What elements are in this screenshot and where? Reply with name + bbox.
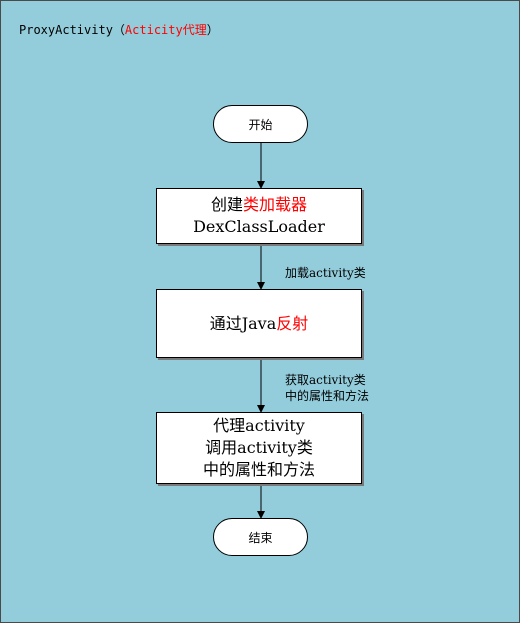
proxy-line1: 代理activity bbox=[213, 416, 305, 435]
proxy-line2: 调用activity类 bbox=[205, 438, 313, 457]
title-highlight: Acticity代理 bbox=[124, 23, 207, 37]
end-node-label: 结束 bbox=[248, 530, 273, 545]
reflect-highlight: 反射 bbox=[276, 313, 309, 333]
create-line2: DexClassLoader bbox=[193, 217, 325, 236]
edge-label-load: 加载activity类 bbox=[285, 265, 366, 281]
edge-label-load-text: 加载activity类 bbox=[285, 266, 366, 280]
start-node-label: 开始 bbox=[248, 117, 273, 132]
title-prefix: ProxyActivity（ bbox=[19, 23, 125, 37]
create-line1-highlight: 类加载器 bbox=[243, 195, 308, 214]
create-classloader-box: 创建类加载器 DexClassLoader bbox=[156, 188, 362, 244]
edge-label-get: 获取activity类 中的属性和方法 bbox=[285, 372, 369, 404]
end-node: 结束 bbox=[213, 518, 308, 556]
java-reflection-box: 通过Java反射 bbox=[156, 289, 362, 358]
title-suffix: ） bbox=[206, 23, 219, 37]
edge-label-get-line1: 获取activity类 bbox=[285, 373, 366, 387]
reflect-prefix: 通过Java bbox=[209, 313, 277, 333]
proxy-activity-box: 代理activity 调用activity类 中的属性和方法 bbox=[156, 412, 362, 484]
create-line1: 创建类加载器 bbox=[211, 194, 307, 216]
diagram-title: ProxyActivity（Acticity代理） bbox=[19, 21, 219, 38]
reflect-line: 通过Java反射 bbox=[210, 313, 309, 335]
edge-label-get-line2: 中的属性和方法 bbox=[285, 389, 370, 403]
start-node: 开始 bbox=[213, 105, 308, 143]
proxy-line3: 中的属性和方法 bbox=[202, 460, 315, 479]
create-line1-prefix: 创建 bbox=[210, 195, 243, 214]
